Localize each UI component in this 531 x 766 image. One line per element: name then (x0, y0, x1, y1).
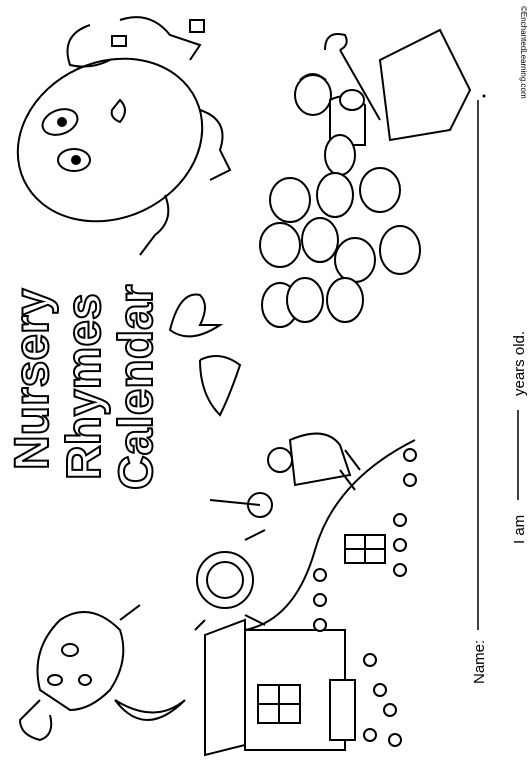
name-line-dot (482, 94, 486, 98)
copyright-text: ©EnchantedLearning.com (519, 6, 528, 99)
age-suffix-label: years old. (511, 331, 528, 396)
bo-peep-illustration (295, 30, 470, 145)
name-label: Name: (471, 640, 488, 684)
title-line-rhymes: Rhymes (58, 293, 111, 480)
title-line-calendar: Calendar (110, 285, 163, 490)
cow-illustration (20, 605, 140, 740)
age-prefix-label: I am (511, 515, 528, 544)
sheep-flock-illustration (260, 135, 420, 327)
miss-muffet-illustration (268, 434, 360, 490)
title-block: Nursery Rhymes Calendar (5, 284, 164, 491)
age-field[interactable]: I am years old. (511, 331, 528, 544)
moon-illustration (115, 700, 185, 720)
humpty-dumpty-illustration (0, 17, 230, 255)
dish-and-spoon-illustration (195, 493, 272, 630)
title-line-nursery: Nursery (6, 288, 59, 470)
name-field[interactable]: Name: (471, 94, 488, 685)
crooked-house-illustration (205, 440, 416, 755)
hat-illustration (170, 294, 240, 415)
